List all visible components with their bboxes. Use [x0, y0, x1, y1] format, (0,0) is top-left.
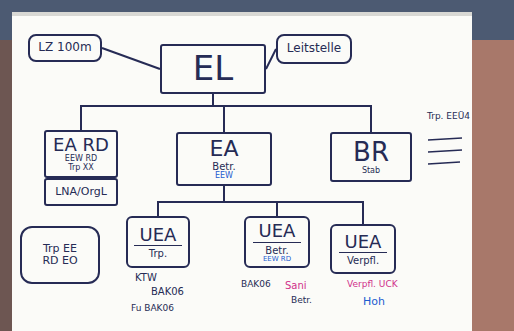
org-connector — [158, 186, 224, 216]
connector-line — [158, 186, 224, 216]
box-title: Trp EE — [43, 243, 77, 255]
box-title: UEA — [253, 221, 302, 243]
org-box: EL — [160, 44, 266, 94]
org-box: UEATrp. — [126, 216, 190, 268]
box-note: RD EO — [42, 255, 77, 267]
box-note: EEW RD — [263, 256, 291, 264]
handwritten-note: Sani — [284, 280, 308, 291]
box-note: Betr. — [212, 161, 235, 172]
org-box: BRStab — [330, 132, 412, 182]
scribble — [428, 162, 460, 164]
connector-line — [266, 49, 276, 69]
org-connector — [102, 48, 160, 69]
box-title: UEA — [339, 232, 388, 254]
box-note: EEW RD — [65, 155, 97, 164]
box-note: Trp XX — [68, 164, 94, 173]
handwritten-note: Hoh — [362, 296, 386, 308]
box-note: Trp. — [149, 248, 167, 259]
org-box: Leitstelle — [276, 34, 352, 64]
org-connector — [213, 94, 371, 132]
box-title: UEA — [134, 225, 183, 247]
box-title: LNA/OrgL — [55, 186, 107, 198]
org-box: LZ 100m — [28, 34, 102, 62]
handwritten-note: Betr. — [290, 296, 313, 306]
box-title: BR — [353, 138, 389, 167]
connector-line — [102, 48, 160, 69]
org-box: UEAVerpfl. — [330, 224, 396, 274]
flipchart-paper — [12, 12, 472, 331]
org-box: Trp EERD EO — [20, 226, 100, 284]
handwritten-note: KTW — [134, 272, 158, 283]
org-box: LNA/OrgL — [44, 178, 118, 206]
box-note: Verpfl. — [347, 255, 379, 266]
org-connector — [266, 49, 276, 69]
org-connector — [81, 94, 213, 130]
box-note: Betr. — [265, 245, 288, 256]
org-box: UEA Betr.EEW RD — [244, 216, 310, 268]
org-box: EABetr.EEW — [176, 132, 272, 186]
org-connector — [213, 94, 224, 132]
handwritten-note: BAK06 — [150, 286, 185, 297]
handwritten-note: Fu BAK06 — [130, 304, 175, 314]
handwritten-note: BAK06 — [240, 280, 272, 290]
box-title: Leitstelle — [287, 42, 341, 55]
handwritten-note: Trp. EEÜ4 — [426, 112, 471, 122]
box-note: Stab — [362, 167, 380, 176]
scribble — [428, 138, 462, 140]
connector-line — [213, 94, 371, 132]
box-note: EEW — [215, 172, 233, 181]
handwritten-note: Verpfl. UCK — [346, 280, 399, 290]
box-title: LZ 100m — [38, 41, 91, 54]
connector-line — [81, 94, 213, 130]
connector-line — [213, 94, 224, 132]
scribble — [428, 150, 462, 152]
railing-area — [470, 40, 514, 331]
org-box: EA RDEEW RDTrp XX — [44, 130, 118, 178]
box-title: EA RD — [53, 135, 109, 155]
box-title: EL — [193, 50, 233, 87]
flipchart-clip — [12, 12, 472, 16]
box-title: EA — [210, 137, 239, 161]
